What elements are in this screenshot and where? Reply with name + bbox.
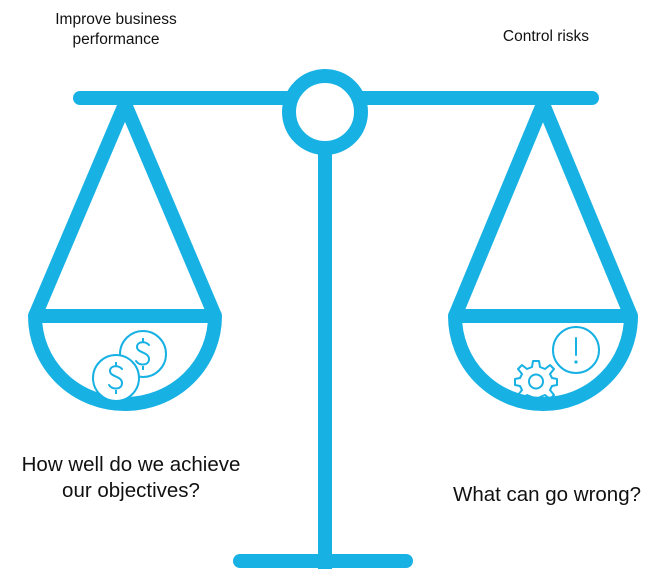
label-improve-business-performance: Improve business performance — [26, 10, 206, 50]
alert-circle-icon — [552, 326, 600, 374]
left-pan — [28, 101, 222, 411]
label-how-well-achieve-objectives: How well do we achieve our objectives? — [2, 452, 260, 504]
label-line: How well do we achieve — [21, 453, 241, 476]
label-control-risks: Control risks — [502, 28, 590, 45]
label-line: Improve business — [55, 11, 177, 28]
right-pan — [448, 101, 638, 411]
label-what-can-go-wrong: What can go wrong? — [452, 483, 642, 506]
gear-icon — [514, 360, 558, 403]
label-line: our objectives? — [62, 479, 200, 503]
pivot-ring — [282, 69, 368, 155]
dollar-coin-icon — [92, 354, 140, 402]
label-line: performance — [72, 30, 160, 48]
